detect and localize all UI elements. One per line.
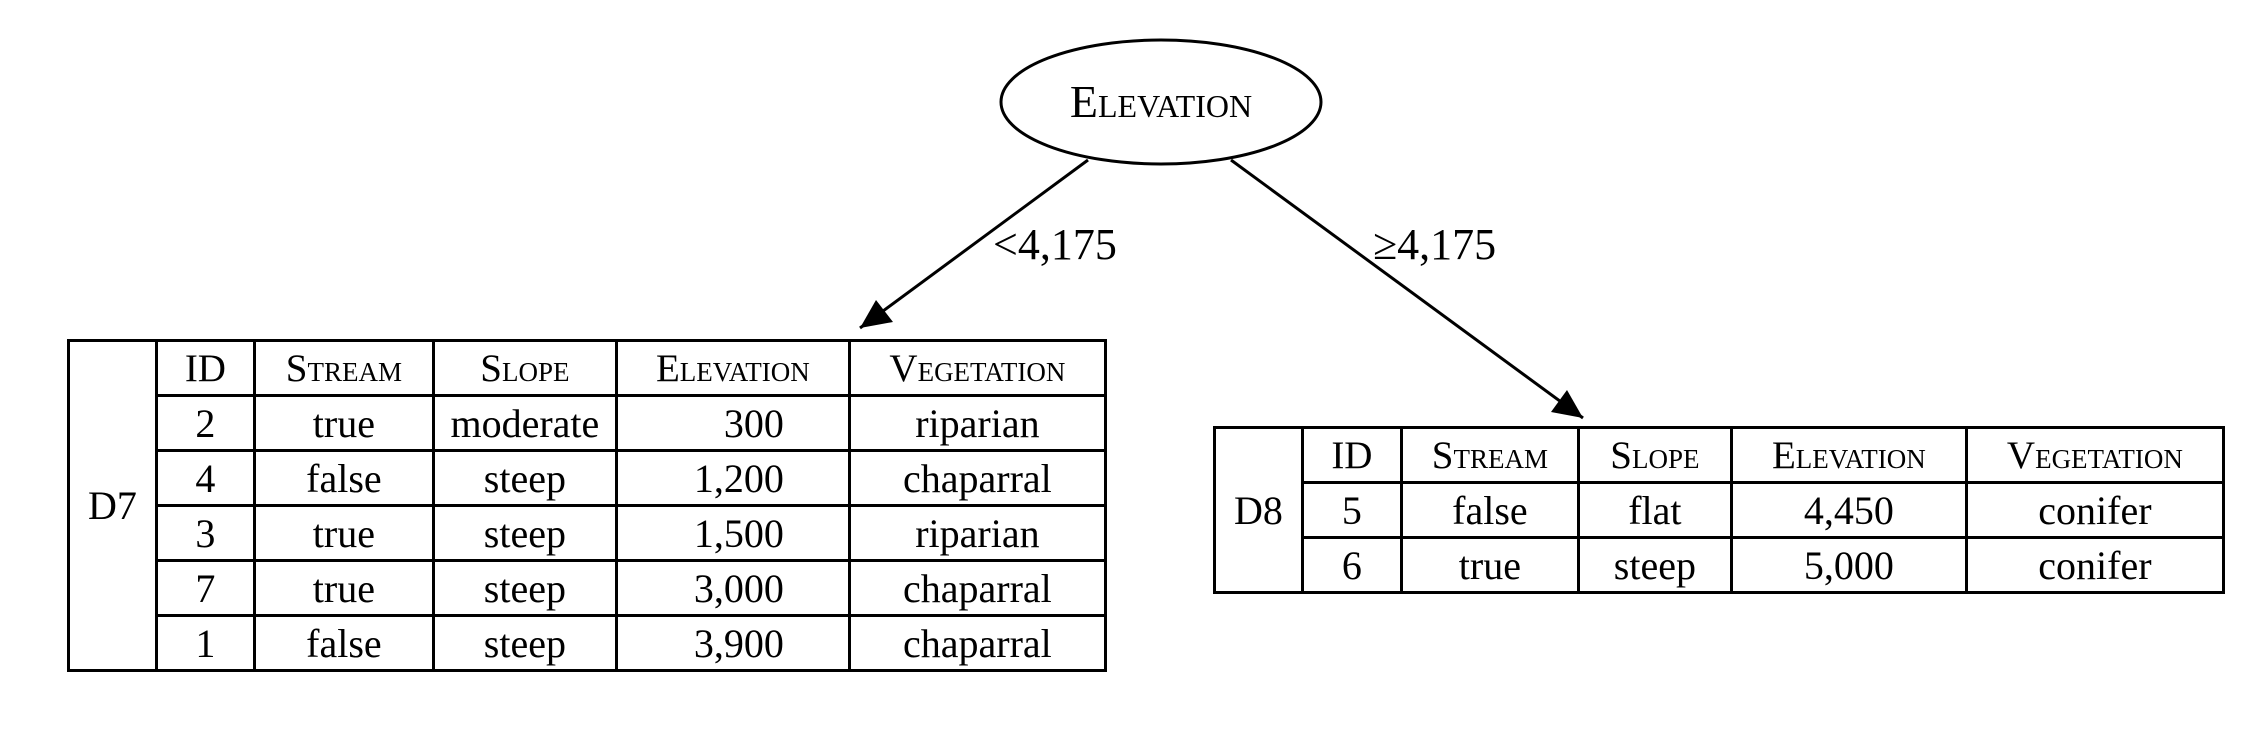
table-row: 6 true steep 5,000 conifer <box>1215 536 2225 594</box>
edge-left: <4,175 <box>859 158 1117 330</box>
cell-slope: steep <box>431 614 618 672</box>
cell-stream: true <box>1399 536 1580 594</box>
edge-left-label: <4,175 <box>993 220 1117 269</box>
cell-vegetation: conifer <box>1964 481 2225 539</box>
cell-vegetation: riparian <box>847 394 1107 452</box>
column-header-elevation: Elevation <box>1729 426 1968 484</box>
cell-vegetation: chaparral <box>847 614 1107 672</box>
cell-vegetation: chaparral <box>847 449 1107 507</box>
edge-right-arrow <box>1230 158 1584 420</box>
cell-id: 7 <box>154 559 256 617</box>
table-row: 2 true moderate 300 riparian <box>69 394 1107 452</box>
root-node-label: Elevation <box>1070 76 1252 127</box>
cell-stream: true <box>252 394 435 452</box>
cell-vegetation: riparian <box>847 504 1107 562</box>
edge-right: ≥4,175 <box>1230 158 1584 420</box>
column-header-stream: Stream <box>1399 426 1580 484</box>
column-header-id: ID <box>1300 426 1403 484</box>
cell-elevation: 3,000 <box>614 559 851 617</box>
column-header-slope: Slope <box>1576 426 1733 484</box>
cell-stream: true <box>252 504 435 562</box>
root-node: Elevation <box>999 38 1323 166</box>
cell-slope: steep <box>431 504 618 562</box>
cell-id: 4 <box>154 449 256 507</box>
edge-left-arrow <box>859 158 1089 330</box>
table-row: 5 false flat 4,450 conifer <box>1215 481 2225 539</box>
dataset-label-d7: D7 <box>67 339 158 672</box>
cell-id: 2 <box>154 394 256 452</box>
table-row: 7 true steep 3,000 chaparral <box>69 559 1107 617</box>
cell-slope: steep <box>431 449 618 507</box>
cell-id: 1 <box>154 614 256 672</box>
edge-right-arrowhead <box>1551 390 1583 418</box>
cell-stream: true <box>252 559 435 617</box>
column-header-elevation: Elevation <box>614 339 851 397</box>
column-header-vegetation: Vegetation <box>847 339 1107 397</box>
table-header-row: D8 ID Stream Slope Elevation Vegetation <box>1213 426 2225 594</box>
root-node-ellipse <box>999 38 1323 166</box>
cell-elevation: 1,500 <box>614 504 851 562</box>
cell-elevation: 1,200 <box>614 449 851 507</box>
column-header-slope: Slope <box>431 339 618 397</box>
cell-id: 6 <box>1300 536 1403 594</box>
table-row: 1 false steep 3,900 chaparral <box>69 614 1107 672</box>
column-header-id: ID <box>154 339 256 397</box>
cell-elevation: 5,000 <box>1729 536 1968 594</box>
cell-slope: moderate <box>431 394 618 452</box>
cell-elevation: 3,900 <box>614 614 851 672</box>
column-header-vegetation: Vegetation <box>1964 426 2225 484</box>
cell-elevation: 300 <box>614 394 851 452</box>
edge-left-arrowhead <box>860 300 893 328</box>
table-row: 4 false steep 1,200 chaparral <box>69 449 1107 507</box>
cell-slope: steep <box>1576 536 1733 594</box>
cell-vegetation: conifer <box>1964 536 2225 594</box>
cell-elevation: 4,450 <box>1729 481 1968 539</box>
column-header-stream: Stream <box>252 339 435 397</box>
cell-stream: false <box>252 449 435 507</box>
dataset-label-d8: D8 <box>1213 426 1304 594</box>
cell-stream: false <box>1399 481 1580 539</box>
cell-id: 3 <box>154 504 256 562</box>
cell-id: 5 <box>1300 481 1403 539</box>
cell-slope: flat <box>1576 481 1733 539</box>
cell-slope: steep <box>431 559 618 617</box>
cell-vegetation: chaparral <box>847 559 1107 617</box>
cell-stream: false <box>252 614 435 672</box>
edge-right-label: ≥4,175 <box>1373 220 1496 269</box>
table-row: 3 true steep 1,500 riparian <box>69 504 1107 562</box>
table-d7: D7 ID Stream Slope Elevation Vegetation … <box>67 339 1107 672</box>
table-d8: D8 ID Stream Slope Elevation Vegetation … <box>1213 426 2225 594</box>
table-header-row: D7 ID Stream Slope Elevation Vegetation <box>67 339 1107 672</box>
